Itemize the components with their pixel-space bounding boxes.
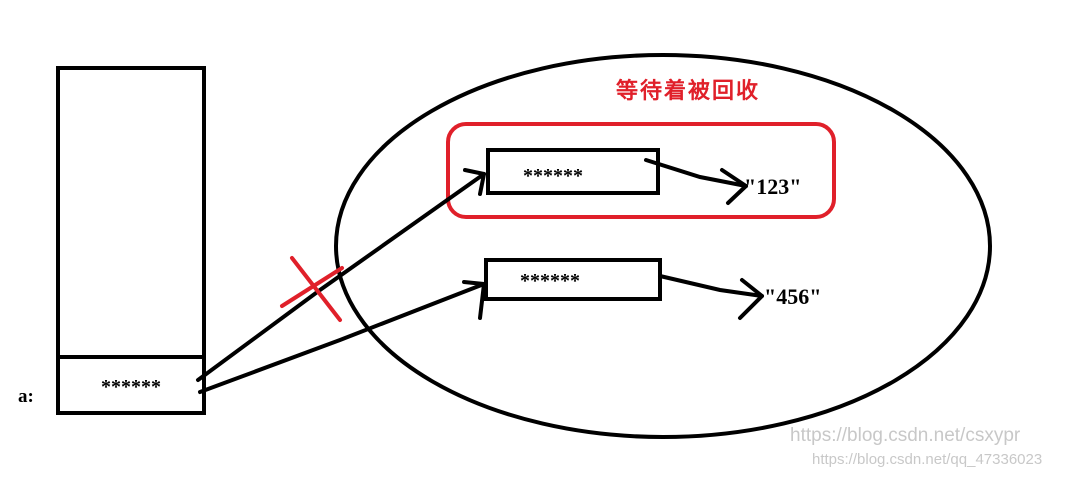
object-2-value: "456" [764, 284, 821, 309]
stack-box [56, 66, 206, 415]
gc-title: 等待着被回收 [616, 78, 760, 104]
new-reference-arrowhead [462, 280, 486, 320]
object-2-box [484, 258, 662, 301]
heap-ellipse [334, 53, 992, 439]
heap-object-1: ****** "123" [486, 148, 801, 205]
cross-mark-icon [280, 256, 344, 322]
stack-cell-value: ****** [101, 376, 161, 398]
heap-object-2: ****** "456" [484, 258, 821, 320]
object-2-value-arrowhead [738, 278, 764, 320]
object-1-value-arrow [644, 158, 748, 188]
stack-frame: ****** a: [18, 66, 206, 415]
object-2-pointer-text: ****** [520, 270, 580, 292]
object-1-value-arrowhead [720, 168, 748, 205]
old-reference-arrowhead [463, 168, 486, 196]
gc-highlight-box [446, 122, 836, 219]
new-reference-arrow [198, 282, 486, 394]
old-reference-arrow [196, 172, 486, 382]
object-2-value-arrow [658, 274, 764, 298]
object-1-value: "123" [744, 174, 801, 199]
object-1-pointer-text: ****** [523, 165, 583, 187]
object-1-box [486, 148, 660, 195]
watermark-line-2: https://blog.csdn.net/qq_47336023 [812, 451, 1042, 468]
watermark-line-1: https://blog.csdn.net/csxypr [790, 425, 1021, 446]
variable-label: a: [18, 386, 34, 407]
